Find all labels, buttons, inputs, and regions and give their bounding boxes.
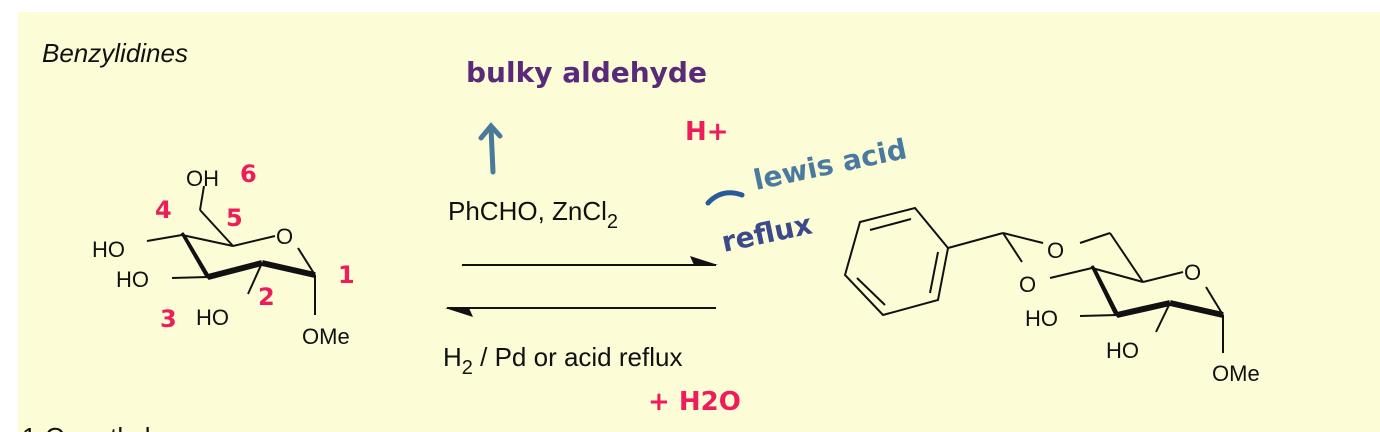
forward-arrowhead xyxy=(690,256,718,265)
annotation-bulky-aldehyde: bulky aldehyde xyxy=(466,56,707,89)
product-ho3-label: HO xyxy=(1025,306,1058,331)
ome-label: OMe xyxy=(302,324,350,349)
acetal-oxygen-2: O xyxy=(1019,272,1036,297)
acetal-oxygen-1: O xyxy=(1047,238,1064,263)
reverse-reagents: H2 / Pd or acid reflux xyxy=(443,342,682,379)
annotation-reflux: reflux xyxy=(719,208,815,259)
c4-number: 4 xyxy=(155,196,172,224)
c3-number: 3 xyxy=(160,305,177,333)
forward-reagents: PhCHO, ZnCl2 xyxy=(448,196,618,233)
ho2-label: HO xyxy=(196,305,229,330)
benzylidene-acetal-product xyxy=(843,206,1224,353)
product-ome-label: OMe xyxy=(1212,361,1260,386)
reverse-arrowhead xyxy=(445,308,473,317)
annotation-h-plus: H+ xyxy=(685,117,729,147)
oh6-label: OH xyxy=(186,166,219,191)
carbon-numbering: 1 2 3 4 5 6 xyxy=(155,160,355,333)
annotation-lewis-acid: lewis acid xyxy=(751,132,910,197)
ho3-label: HO xyxy=(116,267,149,292)
c2-number: 2 xyxy=(258,283,275,311)
slide-panel xyxy=(18,12,1380,432)
next-section-heading: 1-O-methyl xyxy=(22,422,151,432)
c5-number: 5 xyxy=(226,204,243,232)
ring-oxygen-label: O xyxy=(276,224,293,249)
ho4-label: HO xyxy=(92,237,125,262)
product-ring-oxygen: O xyxy=(1184,260,1201,285)
equilibrium-arrows xyxy=(445,256,718,317)
up-arrow-icon xyxy=(478,122,503,175)
section-title: Benzylidines xyxy=(42,38,188,68)
product-ho2-label: HO xyxy=(1106,338,1139,363)
annotation-plus-water: + H2O xyxy=(648,387,741,417)
curved-arrow-icon xyxy=(705,190,745,206)
c6-number: 6 xyxy=(240,160,257,188)
c1-number: 1 xyxy=(338,261,355,289)
methyl-glucoside xyxy=(146,185,316,315)
